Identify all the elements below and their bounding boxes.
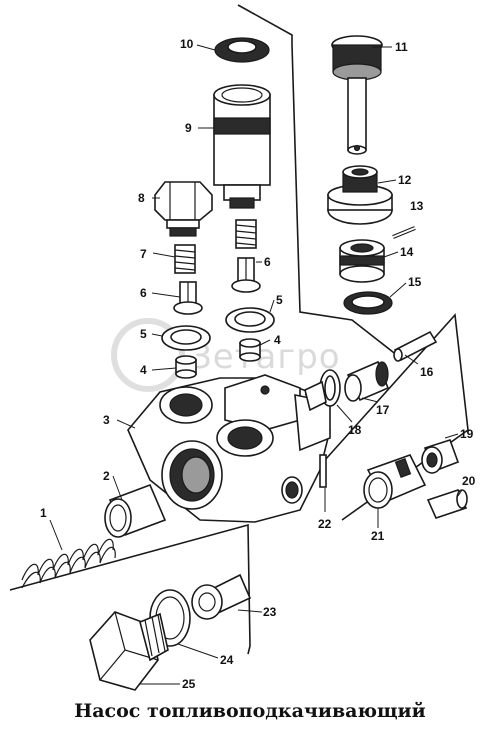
part-17-valve-body xyxy=(344,360,390,402)
watermark-text: Зетагро xyxy=(190,337,341,377)
part-13-pin xyxy=(392,226,416,239)
part-19-roller xyxy=(421,439,460,474)
label-9: 9 xyxy=(185,121,192,135)
label-3: 3 xyxy=(103,413,110,427)
part-8-plug-bolt xyxy=(154,181,213,237)
part-6-valve-left xyxy=(173,281,203,315)
part-12-guide-cap xyxy=(327,165,393,225)
part-25-plug xyxy=(89,611,169,691)
label-18: 18 xyxy=(348,423,362,437)
part-14-bushing xyxy=(339,239,385,283)
pump-stem xyxy=(304,380,327,412)
label-22: 22 xyxy=(318,517,332,531)
part-4-seat-left xyxy=(175,355,197,379)
label-11: 11 xyxy=(395,40,408,54)
part-10-seal-ring xyxy=(214,37,270,63)
label-14: 14 xyxy=(400,245,414,259)
part-6-valve-right xyxy=(231,257,261,293)
label-8: 8 xyxy=(138,191,145,205)
part-23-adapter xyxy=(191,573,252,620)
label-12: 12 xyxy=(398,173,412,187)
label-21: 21 xyxy=(371,529,385,543)
label-6-left: 6 xyxy=(140,286,147,300)
label-23: 23 xyxy=(263,605,277,619)
label-4-left: 4 xyxy=(140,363,147,377)
part-20-axle xyxy=(426,489,468,519)
label-19: 19 xyxy=(460,427,474,441)
part-4-seat-right xyxy=(239,338,261,362)
part-21-pusher xyxy=(363,454,427,509)
part-16-rod xyxy=(393,330,438,362)
label-5-right: 5 xyxy=(276,293,283,307)
label-4-right: 4 xyxy=(274,333,281,347)
lower-frame-line xyxy=(9,523,251,655)
part-15-ring xyxy=(343,291,393,315)
label-6-right: 6 xyxy=(264,255,271,269)
part-7-spring-right xyxy=(235,219,257,249)
label-24: 24 xyxy=(220,653,234,667)
label-2: 2 xyxy=(103,469,110,483)
part-5-washer-right xyxy=(225,307,275,333)
upper-frame-line xyxy=(237,4,399,357)
label-7: 7 xyxy=(140,247,147,261)
label-16: 16 xyxy=(420,365,434,379)
part-7-spring-left xyxy=(174,244,196,274)
label-15: 15 xyxy=(408,275,422,289)
label-13: 13 xyxy=(410,199,424,213)
label-20: 20 xyxy=(462,474,476,488)
part-labels: 10 9 11 12 13 14 15 8 7 6 6 5 5 4 4 3 2 … xyxy=(40,37,476,691)
label-10: 10 xyxy=(180,37,194,51)
watermark: Зетагро xyxy=(111,318,341,392)
part-2-sleeve xyxy=(104,483,167,538)
part-5-washer-left xyxy=(161,325,211,351)
label-17: 17 xyxy=(376,403,390,417)
part-9-cylinder xyxy=(213,84,271,209)
diagram-caption: Насос топливоподкачивающий xyxy=(74,700,426,722)
label-25: 25 xyxy=(182,677,196,691)
part-3-pump-body xyxy=(127,374,331,523)
leader-lines xyxy=(49,44,463,685)
label-5-left: 5 xyxy=(140,327,147,341)
part-11-plunger xyxy=(331,35,383,155)
label-1: 1 xyxy=(40,506,47,520)
part-1-spring xyxy=(21,538,116,589)
part-22-pin xyxy=(319,454,327,488)
